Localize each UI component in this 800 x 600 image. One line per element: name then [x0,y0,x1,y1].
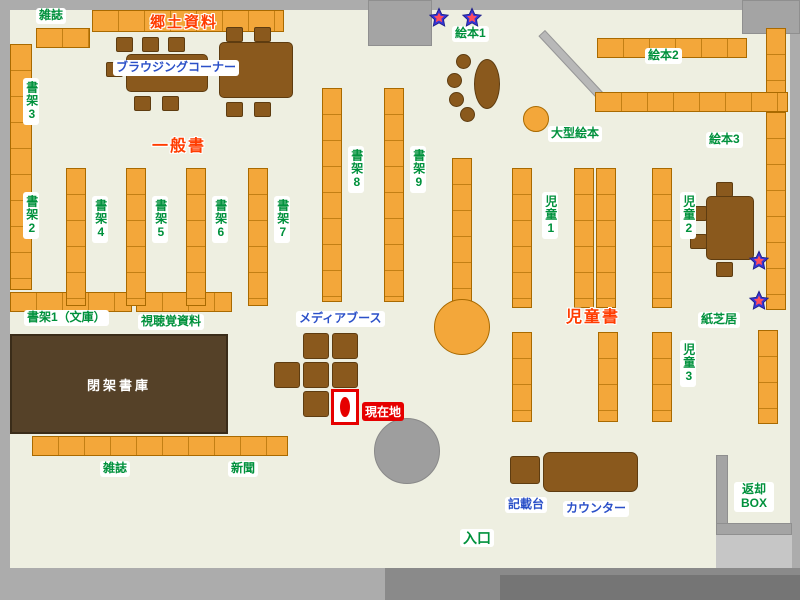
chair [168,37,185,52]
label-shelf-1-bunko: 書架1（文庫） [24,310,109,326]
star-icon [428,7,450,29]
label-return-box: 返却BOX [734,482,774,512]
label-children-books: 児童書 [566,309,621,326]
label-general-books: 一般書 [152,138,207,155]
return-box-outside [716,535,792,568]
label-shelf-2: 書架2 [23,192,39,239]
label-shelf-8: 書架8 [348,146,364,193]
shelf-middle [452,158,472,302]
shelf-picture-books-3 [595,92,788,112]
storytime-stool [447,73,462,88]
round-table [434,299,490,355]
chair [254,102,271,117]
wall-top-entrance-block [368,0,432,46]
media-booth-seat [303,362,329,388]
storytime-stool [456,54,471,69]
chair [226,102,243,117]
chair [116,37,133,52]
large-picture-book-stand [523,106,549,132]
label-shelf-4: 書架4 [92,196,108,243]
label-shelf-9: 書架9 [410,146,426,193]
current-location-booth [331,389,359,425]
chair [142,37,159,52]
media-booth-seat [332,333,358,359]
closed-stacks-room: 閉架書庫 [10,334,228,434]
chair [162,96,179,111]
label-shelf-3: 書架3 [23,78,39,125]
shelf-local-history [92,10,284,32]
star-icon [748,290,770,312]
label-shelf-7: 書架7 [274,196,290,243]
label-shelf-6: 書架6 [212,196,228,243]
shelf-magazines-top [36,28,90,48]
chair [134,96,151,111]
pillar [374,418,440,484]
shelf-9 [384,88,404,302]
star-icon [461,7,483,29]
shelf-children-low-1 [512,332,532,422]
media-booth-seat [303,333,329,359]
outside-walkway-dark [500,575,800,600]
label-kamishibai: 紙芝居 [698,312,741,328]
media-booth-seat [274,362,300,388]
shelf-children-3 [652,332,672,422]
label-picture-books-2: 絵本2 [645,48,682,64]
label-magazines-bottom: 雑誌 [100,461,131,477]
shelf-7 [248,168,268,306]
label-counter: カウンター [563,501,630,517]
label-children-3: 児童3 [680,340,696,387]
shelf-children-mid-b [596,168,616,308]
media-booth-seat [303,391,329,417]
label-entrance: 入口 [460,529,494,548]
children-reading-table [706,196,754,260]
closed-stacks-label: 閉架書庫 [86,377,151,393]
label-children-1: 児童1 [542,192,558,239]
chair [716,262,733,277]
current-location-marker [340,397,350,417]
shelf-children-low-2 [598,332,618,422]
label-large-picture-books: 大型絵本 [548,126,603,142]
shelf-children-mid-a [574,168,594,308]
shelf-8 [322,88,342,302]
wall-top-right-block [742,0,800,34]
media-booth-seat [332,362,358,388]
shelf-children-2 [652,168,672,308]
label-browsing-corner: ブラウジングコーナー [113,60,240,76]
shelf-children-1 [512,168,532,308]
shelf-bottom-magazines-newspapers [32,436,288,456]
chair [254,27,271,42]
shelf-6 [186,168,206,306]
label-local-history: 郷土資料 [150,14,219,31]
shelf-4 [66,168,86,306]
chair [226,27,243,42]
label-current-location: 現在地 [362,402,405,421]
shelf-right-top [766,28,786,96]
shelf-audio-visual [136,292,232,312]
label-picture-books-3: 絵本3 [706,132,743,148]
label-shelf-5: 書架5 [152,196,168,243]
label-newspapers: 新聞 [228,461,259,477]
writing-desk [510,456,540,484]
storytime-bench [474,59,500,109]
storytime-stool [449,92,464,107]
label-audio-visual: 視聴覚資料 [138,314,205,330]
chair [716,182,733,197]
label-picture-books-1: 絵本1 [452,26,489,42]
star-icon [748,250,770,272]
label-magazines-top: 雑誌 [36,8,67,24]
shelf-right-wall [766,112,786,310]
counter-desk [543,452,638,492]
return-box-wall-horizontal [716,523,792,535]
label-children-2: 児童2 [680,192,696,239]
shelf-kamishibai [758,330,778,424]
label-media-booth: メディアブース [296,311,385,327]
storytime-stool [460,107,475,122]
label-writing-desk: 記載台 [505,497,548,513]
shelf-5 [126,168,146,306]
